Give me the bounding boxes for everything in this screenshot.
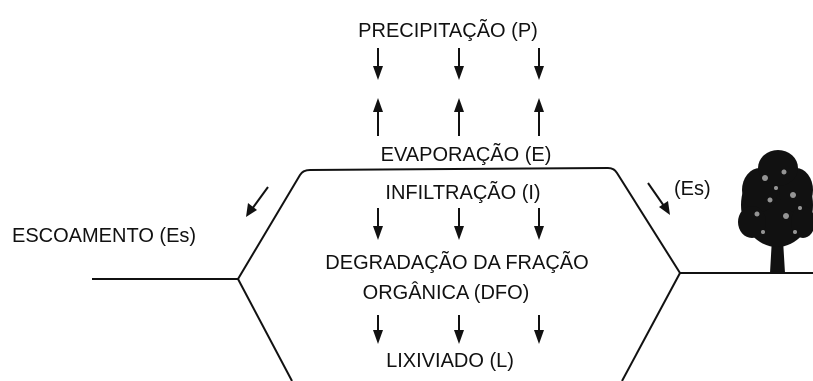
- arrow-down-icon: [373, 315, 383, 344]
- leachate-label: LIXIVIADO (L): [386, 350, 514, 372]
- landfill-cover-outline: [237, 166, 681, 280]
- arrow-down-icon: [454, 315, 464, 344]
- precipitation-label: PRECIPITAÇÃO (P): [358, 20, 538, 42]
- arrow-down-icon: [534, 48, 544, 80]
- runoff-right-label: (Es): [674, 178, 711, 200]
- degradation-label-line1: DEGRADAÇÃO DA FRAÇÃO: [325, 252, 589, 274]
- arrow-down-icon: [534, 208, 544, 240]
- runoff-arrow-icon: [647, 182, 670, 215]
- landfill-base-right: [621, 272, 681, 381]
- arrow-down-icon: [454, 48, 464, 80]
- precipitation-arrows: [373, 48, 544, 80]
- landfill-base-left: [237, 278, 293, 381]
- infiltration-label: INFILTRAÇÃO (I): [385, 182, 541, 204]
- degradation-label-line2: ORGÂNICA (DFO): [362, 282, 530, 304]
- tree-icon: [738, 150, 813, 273]
- runoff-left-label: ESCOAMENTO (Es): [12, 225, 197, 247]
- arrow-up-icon: [534, 98, 544, 136]
- arrow-up-icon: [373, 98, 383, 136]
- arrow-down-icon: [373, 208, 383, 240]
- infiltration-arrows: [373, 208, 544, 240]
- runoff-arrow-icon: [246, 186, 269, 217]
- arrow-down-icon: [373, 48, 383, 80]
- arrow-down-icon: [454, 208, 464, 240]
- evaporation-label: EVAPORAÇÃO (E): [380, 144, 552, 166]
- arrow-up-icon: [454, 98, 464, 136]
- arrow-down-icon: [534, 315, 544, 344]
- leachate-arrows: [373, 315, 544, 344]
- evaporation-arrows: [373, 98, 544, 136]
